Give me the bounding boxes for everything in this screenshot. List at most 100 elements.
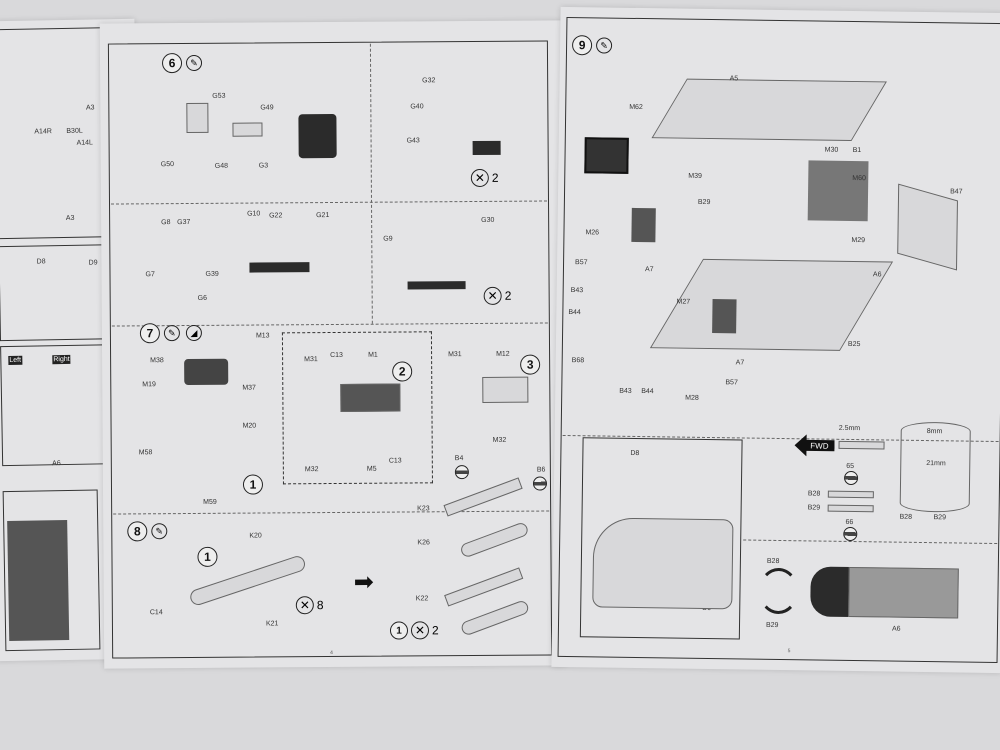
part-label: B28 [899, 513, 913, 521]
seat [712, 299, 737, 334]
part-label: B29 [933, 514, 947, 522]
part-label: M5 [366, 465, 377, 473]
part-label: G22 [269, 212, 283, 220]
part-label: G50 [160, 161, 174, 169]
step-6-badge: 6 [161, 53, 183, 74]
assembled-part [298, 113, 337, 159]
part-label: B57 [575, 259, 588, 267]
part-label: M28 [685, 394, 699, 402]
sub-step-2: 2 [392, 361, 413, 382]
part-label: M37 [242, 384, 256, 392]
step-7-badge: 7 [139, 323, 160, 344]
fwd-label: FWD [810, 440, 829, 451]
multiply-icon: ✕ [295, 596, 314, 615]
paint-icon [454, 465, 469, 480]
part-label: M19 [142, 381, 156, 389]
paint-code: 65 [846, 462, 855, 471]
left-frame-mid [0, 244, 118, 342]
machine-gun [407, 281, 466, 290]
quantity-value: 8 [316, 598, 324, 613]
glue-icon: ✎ [595, 37, 613, 54]
part-label: A7 [735, 359, 745, 367]
quantity-value: 2 [491, 170, 499, 185]
turret-part [184, 358, 229, 386]
part-label: M27 [676, 298, 691, 306]
part-label: B29 [765, 621, 779, 629]
part-label: B1 [852, 146, 862, 155]
part-label: B43 [570, 287, 584, 295]
glue-icon: ✎ [185, 54, 203, 72]
middle-page: 6 ✎ G53 G49 G50 G48 G3 G43 G40 G32 ✕2 G3… [99, 20, 567, 669]
hull-detail [592, 517, 734, 610]
part-label: G30 [481, 216, 495, 224]
part-label: G8 [161, 219, 171, 227]
part-label: B28 [807, 490, 821, 498]
sub-step-3: 3 [520, 354, 541, 375]
part-label: A3 [85, 104, 95, 112]
part-label: M20 [242, 422, 257, 430]
arc-part [899, 421, 971, 513]
strip [838, 440, 885, 450]
part-label: G21 [316, 212, 330, 220]
glue-icon: ✎ [163, 325, 180, 342]
quantity-value: 2 [431, 623, 439, 638]
part-label: K20 [249, 532, 262, 540]
seat [631, 207, 656, 243]
part-label: D8 [36, 258, 46, 266]
part-label: B43 [619, 387, 632, 395]
part-label: K26 [417, 539, 430, 547]
part-label: G3 [258, 162, 269, 170]
part-label: A6 [872, 271, 882, 279]
panel-illustration [7, 519, 70, 642]
quantity-value: 2 [504, 288, 512, 303]
ammo-rack [807, 160, 869, 222]
part-label: B25 [847, 340, 861, 349]
part-label: G53 [212, 92, 226, 100]
part-label: G6 [197, 294, 208, 302]
part-label: B29 [697, 198, 711, 207]
part-label: G40 [410, 103, 424, 111]
part-label: M31 [448, 351, 462, 359]
part-label: M26 [585, 229, 600, 237]
part-drawing [232, 122, 263, 137]
multiply-icon: ✕ [470, 168, 489, 188]
part-label: A7 [644, 266, 654, 274]
part-label: B29 [807, 504, 821, 512]
part-label: A3 [65, 214, 75, 222]
part-label: G48 [214, 162, 229, 170]
page-number: 5 [787, 648, 791, 655]
sub-step-ref: 1 [389, 621, 409, 640]
hull-end-cap [810, 566, 851, 617]
glue-icon: ✎ [151, 523, 168, 540]
quantity: 1✕2 [389, 621, 439, 640]
quantity: ✕8 [295, 596, 324, 615]
detail-inset [584, 137, 629, 174]
paint-icon [532, 476, 548, 491]
part-label: C13 [388, 457, 402, 465]
part-label: A14R [34, 128, 52, 136]
part-label: M31 [304, 356, 318, 364]
floor-plate [651, 78, 887, 141]
part-drawing [340, 383, 401, 412]
part-label: B44 [641, 388, 654, 396]
machine-gun [249, 262, 310, 273]
part-label: B6 [536, 466, 546, 474]
strip [827, 504, 874, 513]
dimension-label: 2.5mm [838, 424, 861, 433]
part-label: B47 [950, 188, 963, 196]
part-label: M29 [851, 236, 866, 245]
strip [827, 490, 874, 499]
sub-step-1: 1 [197, 546, 218, 567]
part-label: A5 [729, 75, 739, 83]
part-label: G39 [205, 270, 219, 278]
paint-code: 66 [845, 518, 854, 527]
part-drawing [482, 376, 529, 403]
part-label: M39 [688, 172, 702, 180]
part-label: M32 [492, 436, 507, 444]
part-label: K21 [265, 620, 279, 628]
part-label: M62 [629, 103, 643, 112]
part-label: B68 [571, 357, 585, 365]
quantity: ✕2 [470, 168, 499, 188]
part-label: B44 [568, 309, 581, 317]
part-label: M32 [304, 466, 319, 474]
